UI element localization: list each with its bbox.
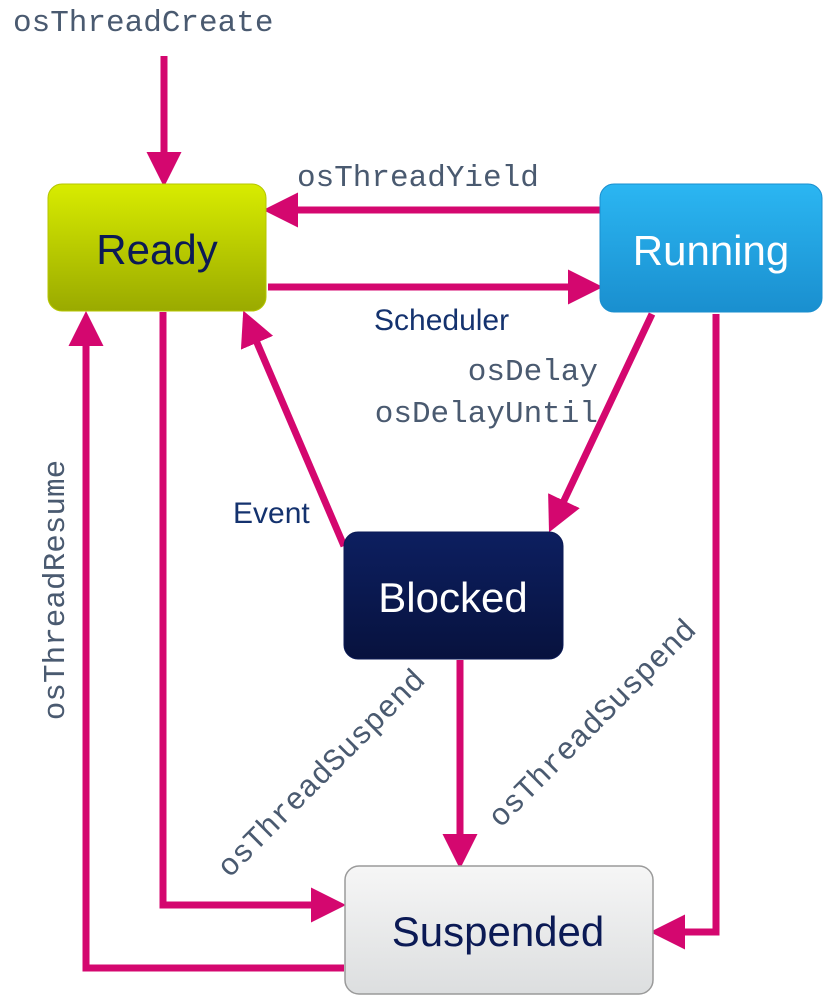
running-to-suspended-arrow bbox=[650, 314, 720, 950]
delay-until-label: osDelayUntil bbox=[375, 397, 598, 432]
delay-label: osDelay bbox=[468, 355, 598, 390]
ready-state-label: Ready bbox=[96, 226, 217, 273]
scheduler-label: Scheduler bbox=[374, 304, 509, 337]
resume-arrow bbox=[68, 311, 344, 972]
event-label: Event bbox=[233, 497, 310, 530]
ready-to-suspended-arrow bbox=[159, 312, 346, 923]
suspended-state-box bbox=[344, 865, 654, 995]
blocked-state-label: Blocked bbox=[378, 574, 527, 621]
running-state-box bbox=[599, 183, 823, 313]
suspended-state-label: Suspended bbox=[392, 908, 605, 955]
ready-state-box bbox=[47, 183, 267, 312]
create-label: osThreadCreate bbox=[13, 6, 273, 41]
suspend-from-blocked-label: osThreadSuspend bbox=[212, 664, 434, 886]
event-arrow bbox=[240, 310, 348, 548]
blocked-state-box bbox=[343, 531, 564, 660]
resume-label: osThreadResume bbox=[39, 460, 74, 720]
yield-label: osThreadYield bbox=[297, 161, 539, 196]
delay-arrow bbox=[548, 312, 656, 533]
running-state-label: Running bbox=[633, 227, 789, 274]
